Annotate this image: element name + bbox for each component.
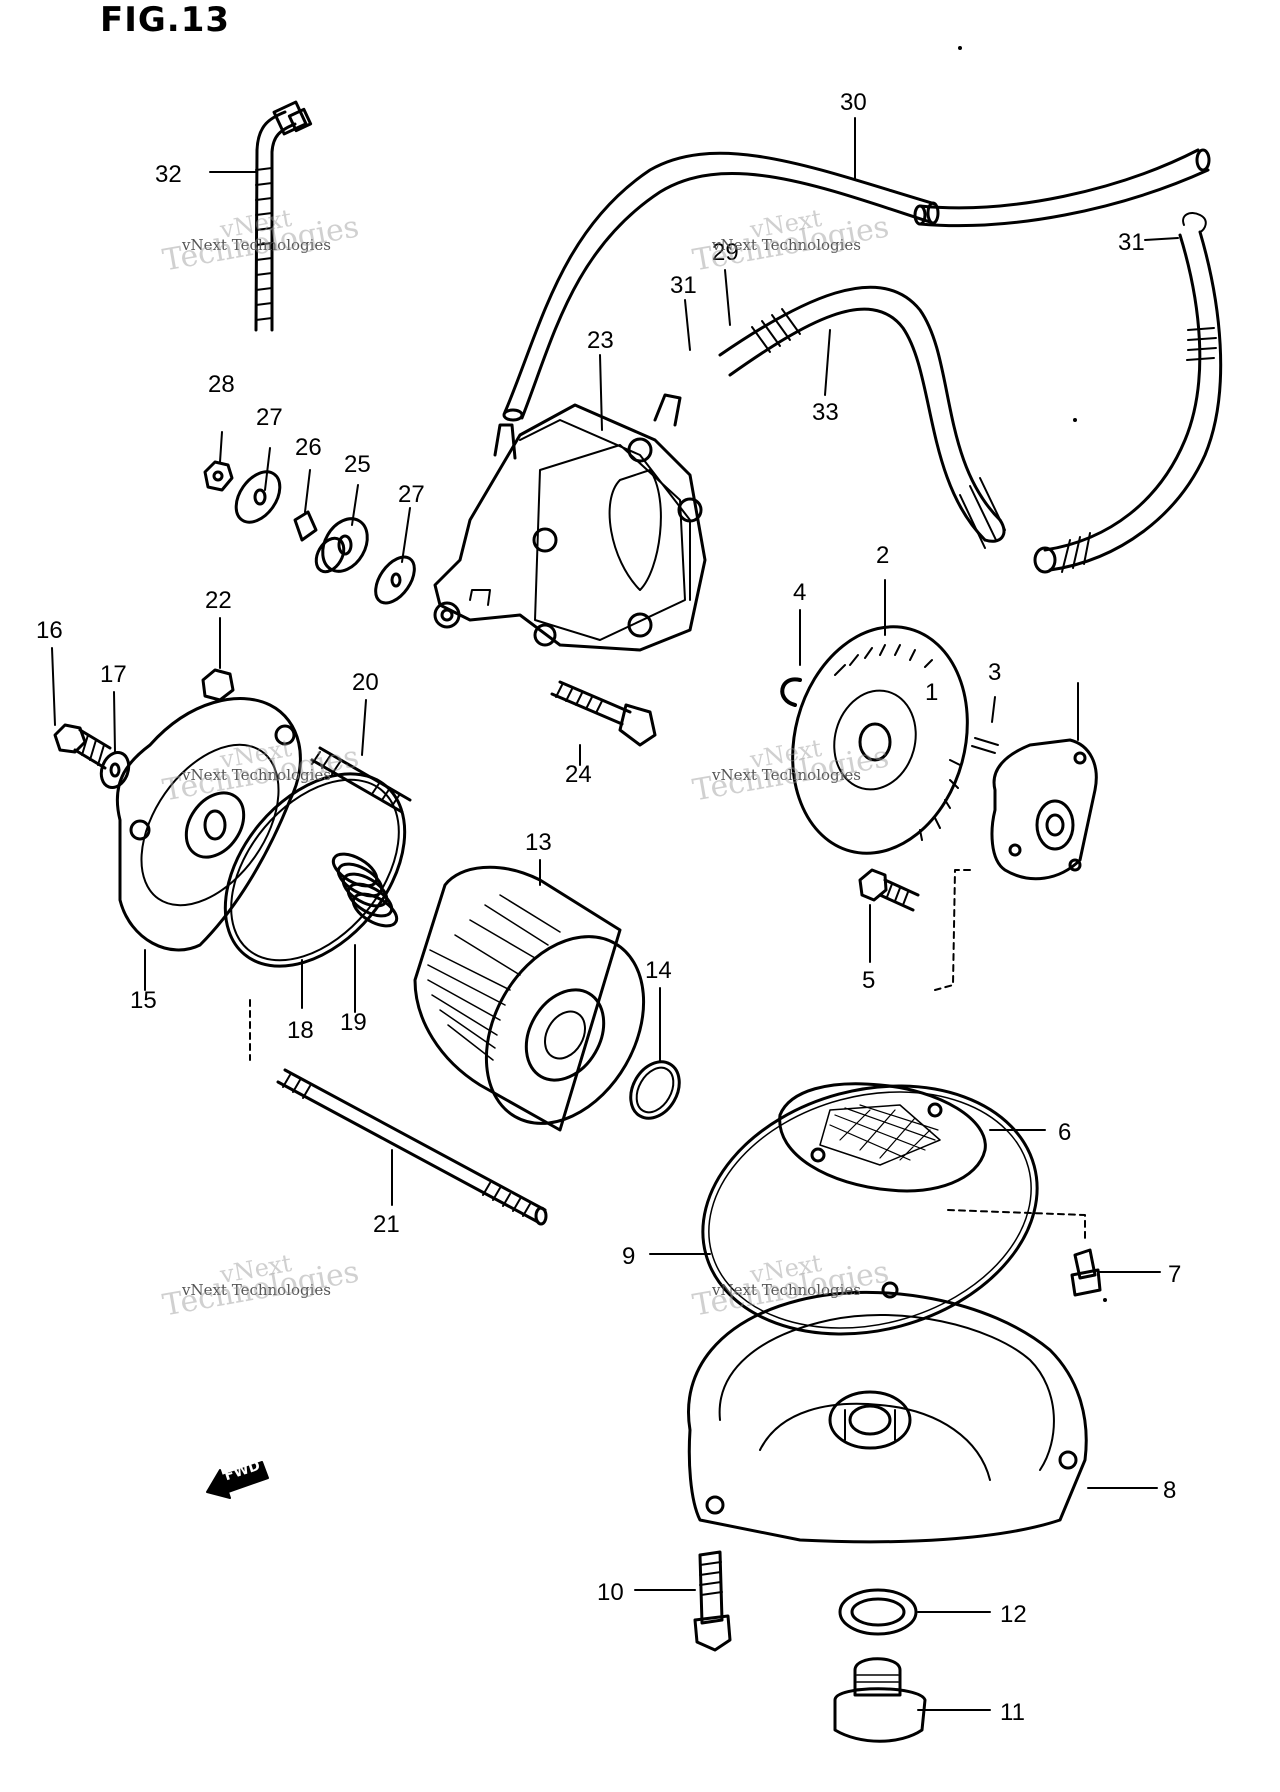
- callout-18: 18: [287, 1017, 314, 1044]
- callout-4: 4: [793, 579, 806, 606]
- part-7-bolt: [1070, 1248, 1102, 1297]
- callout-32: 32: [155, 161, 182, 188]
- callout-23: 23: [587, 327, 614, 354]
- callout-12: 12: [1000, 1601, 1027, 1628]
- callout-19: 19: [340, 1009, 367, 1036]
- callout-24: 24: [565, 761, 592, 788]
- part-2-gear: [791, 625, 969, 855]
- part-27-washer-bottom: [374, 555, 416, 605]
- callout-8: 8: [1163, 1477, 1176, 1504]
- callout-16: 16: [36, 617, 63, 644]
- callout-13: 13: [525, 829, 552, 856]
- part-16-bolt: [53, 723, 112, 770]
- part-8-oil-pan: [687, 1281, 1088, 1544]
- callout-31-right: 31: [1118, 229, 1145, 256]
- fwd-arrow: [206, 1461, 269, 1499]
- part-22-nut: [201, 668, 235, 702]
- callout-7: 7: [1168, 1261, 1181, 1288]
- part-3-pin: [971, 737, 999, 754]
- callout-2: 2: [876, 542, 889, 569]
- callout-17: 17: [100, 661, 127, 688]
- part-23-fuel-pump: [433, 393, 707, 652]
- part-1-oil-pump: [990, 738, 1098, 881]
- callout-20: 20: [352, 669, 379, 696]
- callout-29: 29: [712, 239, 739, 266]
- part-12-washer: [838, 1588, 918, 1636]
- callout-10: 10: [597, 1579, 624, 1606]
- part-6-oil-strainer: [778, 1082, 987, 1193]
- leader-lines: [51, 117, 1179, 1711]
- callout-22: 22: [205, 587, 232, 614]
- part-15-filter-cover: [115, 697, 302, 952]
- callout-5: 5: [862, 967, 875, 994]
- callout-31-left: 31: [670, 272, 697, 299]
- callout-25: 25: [344, 451, 371, 478]
- callout-labels: 1 2 3 4 5 6 7 8 9 10 11 12 13 14 15 16 1…: [36, 89, 1181, 1726]
- part-32-pipe: [254, 100, 313, 332]
- callout-1: 1: [925, 679, 938, 706]
- callout-15: 15: [130, 987, 157, 1014]
- callout-21: 21: [373, 1211, 400, 1238]
- figure-title: FIG.13: [100, 0, 231, 40]
- part-25-grommet: [314, 517, 369, 574]
- part-14-o-ring: [629, 1060, 681, 1120]
- callout-14: 14: [645, 957, 672, 984]
- callout-30: 30: [840, 89, 867, 116]
- callout-9: 9: [622, 1243, 635, 1270]
- part-30-fuel-hose: [502, 148, 1211, 422]
- callout-3: 3: [988, 659, 1001, 686]
- part-31-hose-right: [1033, 212, 1223, 574]
- callout-28: 28: [208, 371, 235, 398]
- part-13-oil-filter: [413, 865, 646, 1132]
- part-4-circlip: [780, 677, 802, 707]
- part-11-drain-plug: [833, 1657, 927, 1743]
- part-33-fuel-hose: [718, 285, 1006, 549]
- callout-27-top: 27: [256, 404, 283, 431]
- callout-11: 11: [1000, 1699, 1025, 1726]
- part-5-screw: [858, 868, 920, 912]
- part-21-stud: [276, 1068, 548, 1226]
- part-20-stud: [310, 746, 412, 814]
- assembly-line-1-5: [934, 869, 971, 991]
- part-28-nut: [203, 460, 234, 492]
- part-26-collar: [293, 510, 318, 542]
- part-24-bolt: [550, 680, 657, 747]
- part-27-washer-top: [234, 470, 282, 524]
- callout-26: 26: [295, 434, 322, 461]
- speck-marks: [958, 46, 1107, 1302]
- callout-33: 33: [812, 399, 839, 426]
- assembly-line-6-7: [947, 1209, 1086, 1241]
- callout-6: 6: [1058, 1119, 1071, 1146]
- callout-27-bottom: 27: [398, 481, 425, 508]
- part-17-washer: [99, 751, 131, 789]
- part-10-bolt: [693, 1550, 732, 1652]
- part-18-o-ring: [223, 772, 407, 968]
- part-19-spring: [331, 852, 399, 928]
